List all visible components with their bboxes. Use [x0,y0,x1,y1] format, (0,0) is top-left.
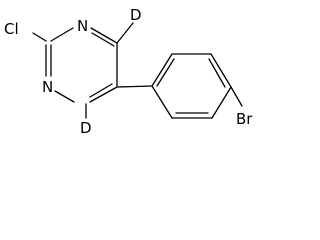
atom-label-deuterium-bottom: D [80,119,92,137]
bond-ph1-ph2 [151,53,173,87]
atom-label-chlorine: Cl [4,20,19,38]
bond-c6-n1 [54,90,75,103]
bond-ph3-ph4-inner [208,58,226,88]
bond-c5-c6 [89,86,118,103]
atom-label-nitrogen-top: N [77,17,88,35]
bond-ph6-ph1 [151,85,173,119]
pyrimidine-ring [45,27,118,103]
phenyl-ring [151,53,243,119]
bond-c5-phenyl [116,85,153,88]
chemical-structure: Cl N N D D Br [4,6,253,137]
bond-c2-cl [32,32,47,42]
atom-labels: Cl N N D D Br [4,6,253,137]
atom-label-nitrogen-left: N [42,78,53,96]
bond-ph3-ph4 [210,53,232,88]
bond-ph1-ph2-inner [156,58,175,87]
substituent-bonds [32,22,153,119]
bond-c5-c6-double [89,83,113,98]
atom-label-bromine: Br [236,110,253,128]
bond-c4-d [116,22,134,44]
bond-n3-c4-double [91,32,115,47]
bond-ph4-ph5 [211,86,232,119]
bond-c2-n3 [50,27,74,42]
atom-label-deuterium-top: D [130,6,142,24]
bond-ph4-br [230,86,243,107]
bond-n3-c4 [90,27,118,44]
